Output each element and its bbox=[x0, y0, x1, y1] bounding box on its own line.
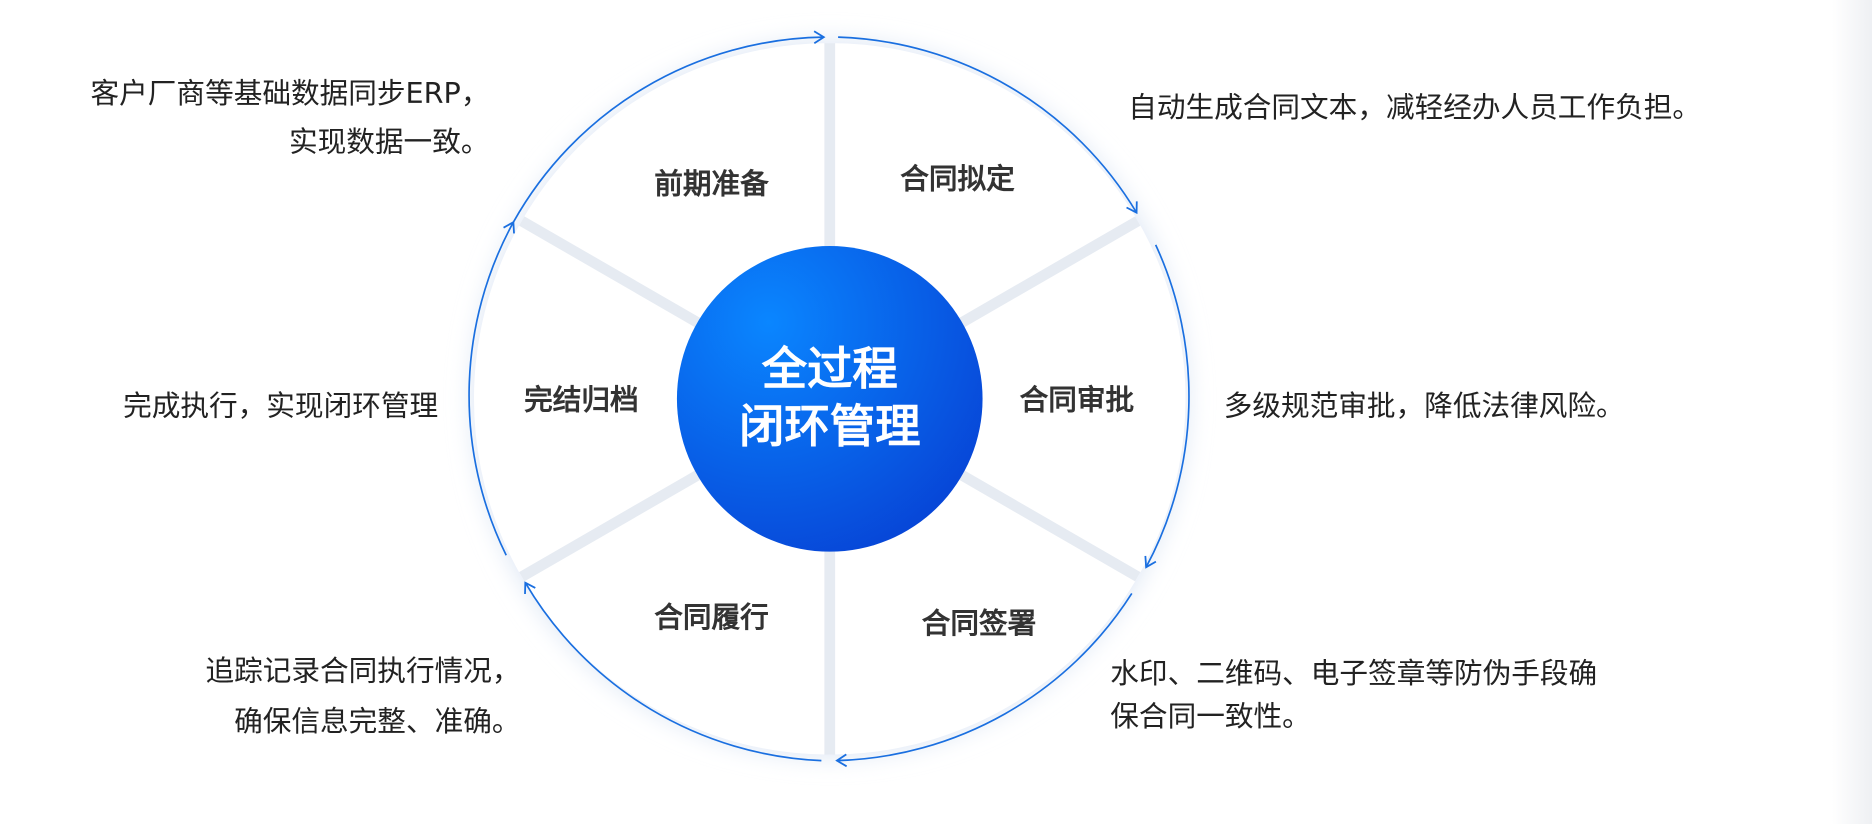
cycle-arrow-2 bbox=[838, 36, 1138, 215]
segment-label-prep: 前期准备 bbox=[654, 167, 769, 201]
segment-label-signing: 合同签署 bbox=[922, 606, 1037, 640]
cycle-arrow-6 bbox=[468, 220, 515, 556]
desc-prep-line2: 实现数据一致。 bbox=[289, 125, 489, 159]
desc-execution-line2: 确保信息完整、准确。 bbox=[234, 704, 520, 738]
desc-draft: 自动生成合同文本，减轻经办人员工作负担。 bbox=[1128, 90, 1701, 124]
segment-label-execution: 合同履行 bbox=[654, 600, 769, 634]
desc-archive: 完成执行，实现闭环管理 bbox=[123, 389, 438, 423]
desc-prep-line1: 客户厂商等基础数据同步ERP， bbox=[91, 76, 490, 110]
center-title-line1: 全过程 bbox=[761, 343, 898, 396]
segment-label-archive: 完结归档 bbox=[524, 383, 639, 417]
cycle-arrow-4 bbox=[835, 593, 1133, 768]
desc-signing-line2: 保合同一致性。 bbox=[1110, 699, 1310, 733]
cycle-arrow-5 bbox=[524, 581, 822, 762]
desc-execution-line1: 追踪记录合同执行情况， bbox=[205, 654, 520, 688]
right-edge-shadow bbox=[1832, 0, 1872, 824]
segment-label-draft: 合同拟定 bbox=[900, 162, 1015, 196]
center-title-line2: 闭环管理 bbox=[739, 400, 920, 453]
cycle-arrow-1 bbox=[512, 30, 826, 223]
desc-approval: 多级规范审批，降低法律风险。 bbox=[1224, 389, 1625, 423]
segment-label-approval: 合同审批 bbox=[1020, 383, 1135, 417]
cycle-arrow-3 bbox=[1144, 244, 1190, 569]
center-circle bbox=[676, 246, 983, 552]
desc-signing-line1: 水印、二维码、电子签章等防伪手段确 bbox=[1110, 656, 1597, 690]
